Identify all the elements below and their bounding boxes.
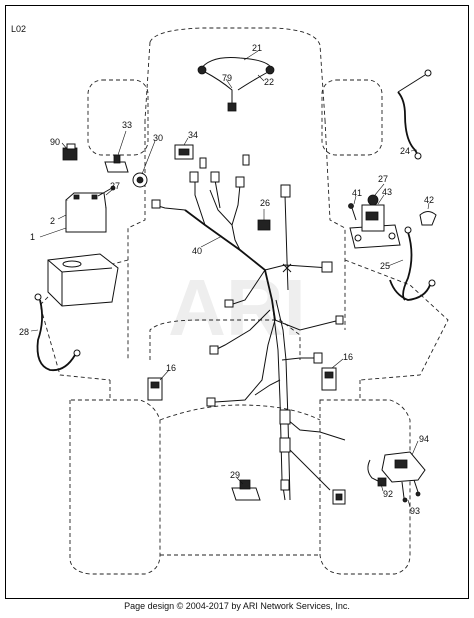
label-94: 94 (419, 434, 429, 444)
harness-connectors (151, 154, 344, 491)
tractor-outline (39, 27, 449, 575)
label-93: 93 (410, 506, 420, 516)
relay-16-right (321, 367, 337, 391)
label-21: 22 (264, 77, 274, 87)
label-28: 28 (19, 327, 29, 337)
leader-lines (30, 50, 430, 508)
label-29: 29 (230, 470, 240, 480)
part-93 (402, 491, 421, 503)
bolt-41 (348, 203, 357, 221)
part-labels: 21 79 22 90 33 30 34 27 2 1 40 26 24 41 … (19, 43, 434, 516)
label-16-right: 16 (343, 352, 353, 362)
part-26 (257, 219, 271, 231)
label-41: 41 (352, 188, 362, 198)
battery-tray (47, 253, 119, 307)
connector-bottom (332, 489, 346, 505)
label-33: 33 (122, 120, 132, 130)
label-24: 24 (400, 146, 410, 156)
label-43: 43 (382, 187, 392, 197)
headlight-harness (197, 57, 275, 112)
switch-29 (231, 479, 261, 501)
ground-cable-24 (397, 69, 432, 160)
part-42 (419, 211, 437, 226)
ignition-switch-30 (132, 172, 148, 188)
label-42: 42 (424, 195, 434, 205)
page-code: L02 (11, 24, 26, 34)
module-94 (381, 451, 426, 499)
cable-28 (34, 293, 81, 372)
part-90 (62, 143, 78, 161)
part-33 (104, 154, 129, 173)
footer-credit: Page design © 2004-2017 by ARI Network S… (124, 601, 350, 611)
watermark: ARI (168, 263, 306, 352)
label-27-left: 27 (110, 181, 120, 191)
label-16-left: 16 (166, 363, 176, 373)
diagram-frame (5, 5, 469, 599)
label-79: 79 (222, 73, 232, 83)
label-30: 30 (153, 133, 163, 143)
solenoid-43 (349, 194, 401, 249)
label-27-right: 27 (378, 174, 388, 184)
cable-25 (389, 226, 436, 301)
part-92 (367, 459, 387, 487)
label-22: 21 (252, 43, 262, 53)
switch-34 (174, 144, 194, 160)
label-90: 90 (50, 137, 60, 147)
label-26: 26 (260, 198, 270, 208)
label-34: 34 (188, 130, 198, 140)
battery-2 (65, 185, 116, 233)
label-2: 2 (50, 216, 55, 226)
label-1: 1 (30, 232, 35, 242)
label-25: 25 (380, 261, 390, 271)
relay-16-left (147, 377, 163, 401)
label-40: 40 (192, 246, 202, 256)
label-92: 92 (383, 489, 393, 499)
